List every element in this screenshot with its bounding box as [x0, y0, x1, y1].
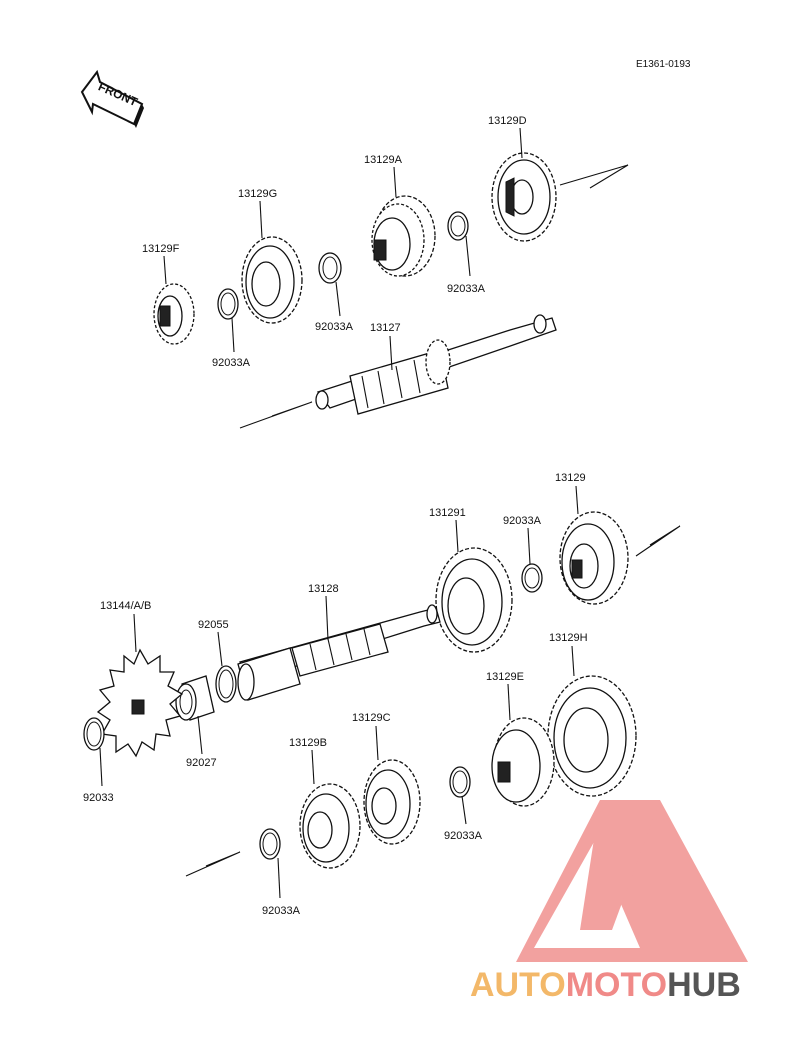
gear-13129: [559, 511, 629, 605]
label-13129h: 13129H: [549, 632, 588, 644]
label-13127: 13127: [370, 322, 401, 334]
label-13129f: 13129F: [142, 243, 180, 255]
front-arrow-icon: FRONT: [80, 69, 144, 128]
circlip-lower-left: [259, 828, 281, 860]
label-92033a-lower-right: 92033A: [503, 515, 542, 527]
circlip-upper-right: [447, 211, 469, 241]
circlip-92033: [83, 717, 105, 751]
circlip-upper-left: [217, 288, 239, 320]
label-92055: 92055: [198, 619, 229, 631]
gear-13129e: [491, 717, 555, 807]
label-13129e: 13129E: [486, 671, 524, 683]
reference-code: E1361-0193: [636, 59, 691, 70]
gear-131291: [435, 547, 513, 653]
oring-92055: [215, 665, 237, 703]
watermark-logo: [516, 800, 748, 962]
watermark-triangle-icon: [516, 800, 748, 962]
gear-13129b: [299, 783, 361, 869]
circlip-upper-mid: [318, 252, 342, 284]
gear-13129a: [371, 195, 436, 277]
label-13129g: 13129G: [238, 188, 277, 200]
axis-arrow-upper-right: [559, 164, 629, 189]
label-13129b: 13129B: [289, 737, 327, 749]
label-131291: 131291: [429, 507, 466, 519]
gear-13129c: [363, 759, 421, 845]
gear-13129d: [491, 152, 557, 242]
collar-92027: [175, 675, 215, 721]
gear-13129f: [153, 283, 195, 345]
label-92033a-lower-left: 92033A: [262, 905, 301, 917]
sprocket-13144: [96, 648, 184, 758]
label-92033a-upper-right: 92033A: [447, 283, 486, 295]
gear-13129g: [241, 236, 303, 324]
axis-arrow-lower-right: [635, 525, 681, 557]
label-13129c: 13129C: [352, 712, 391, 724]
label-92033a-lower-mid: 92033A: [444, 830, 483, 842]
circlip-lower-mid: [449, 766, 471, 798]
shaft-13128: [237, 604, 441, 701]
label-92033: 92033: [83, 792, 114, 804]
label-13129a: 13129A: [364, 154, 403, 166]
label-13129: 13129: [555, 472, 586, 484]
axis-arrow-upper-left: [239, 401, 313, 429]
label-13129d: 13129D: [488, 115, 527, 127]
watermark-text: AUTOMOTOHUB: [470, 966, 741, 1004]
gear-13129h: [547, 675, 637, 797]
label-92027: 92027: [186, 757, 217, 769]
shaft-13127: [315, 314, 557, 415]
axis-arrow-lower-left: [185, 851, 241, 877]
circlip-lower-right: [521, 563, 543, 593]
label-13144-a-b: 13144/A/B: [100, 600, 151, 612]
label-92033a-upper-mid: 92033A: [315, 321, 354, 333]
label-92033a-upper-left: 92033A: [212, 357, 251, 369]
label-13128: 13128: [308, 583, 339, 595]
